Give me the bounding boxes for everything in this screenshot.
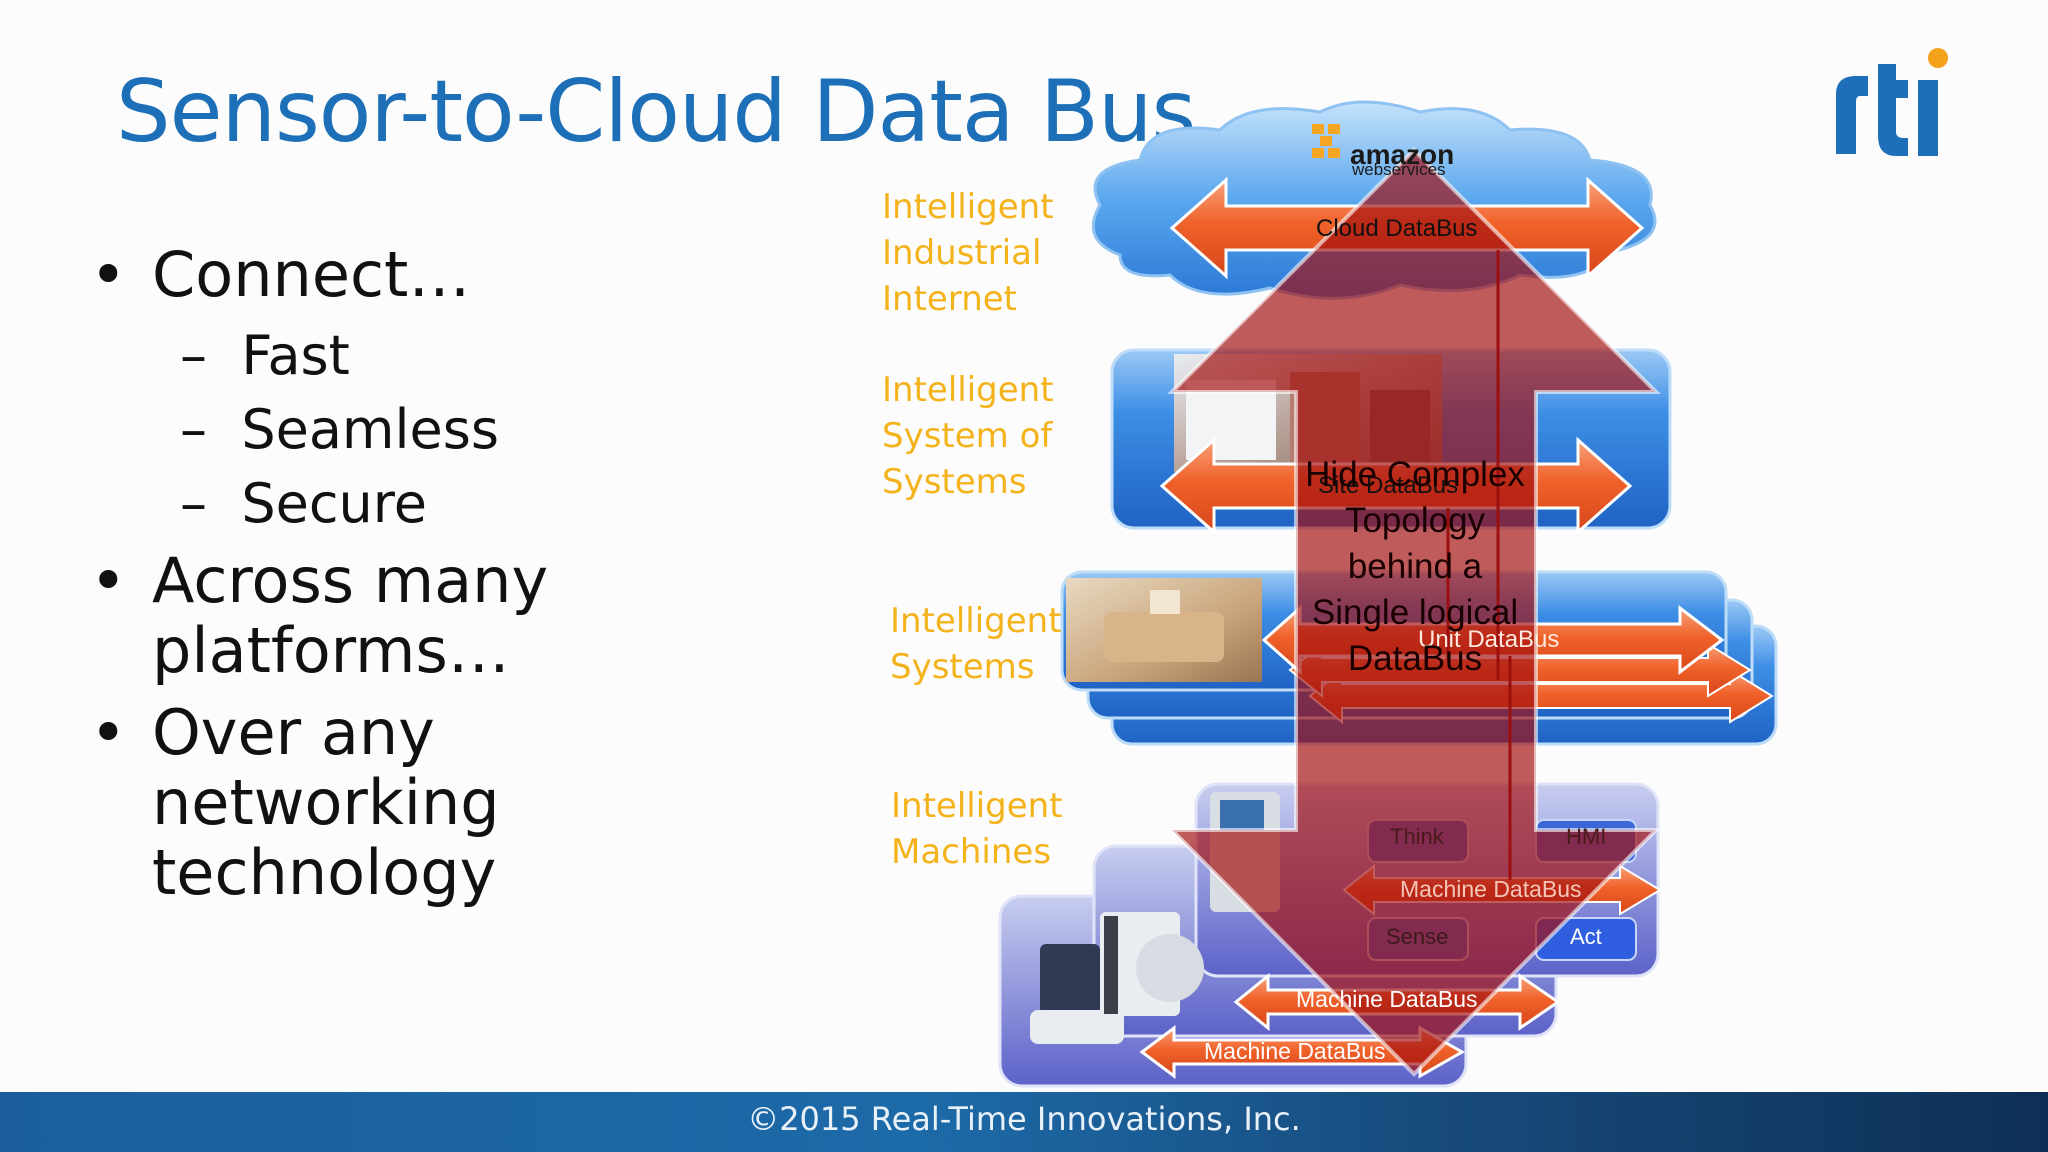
think-label: Think xyxy=(1390,824,1444,849)
footer-bar: ©2015 Real-Time Innovations, Inc. xyxy=(0,1092,2048,1152)
sense-label: Sense xyxy=(1386,924,1449,949)
overlay-message: Hide Complex Topology behind a Single lo… xyxy=(1305,455,1525,678)
ultrasound-device xyxy=(1030,944,1124,1044)
rti-logo xyxy=(1836,48,1948,156)
cloud-databus-label: Cloud DataBus xyxy=(1316,215,1478,242)
mri-device xyxy=(1100,912,1204,1016)
amazon-logo xyxy=(1312,124,1340,158)
sub-bullet-seamless: – Seamless xyxy=(180,398,500,461)
copyright-text: ©2015 Real-Time Innovations, Inc. xyxy=(747,1100,1301,1138)
machine-databus-mid-label: Machine DataBus xyxy=(1296,986,1478,1012)
tier-label-machine: Intelligent Machines xyxy=(891,786,1063,872)
machine-databus-top-label: Machine DataBus xyxy=(1400,876,1582,902)
amazon-logo-text: amazon xyxy=(1350,139,1455,170)
tier-label-unit: Intelligent Systems xyxy=(890,601,1062,687)
act-label: Act xyxy=(1570,924,1602,949)
sub-bullet-secure: – Secure xyxy=(180,472,427,535)
machine-databus-bottom-label: Machine DataBus xyxy=(1204,1038,1386,1064)
logical-databus-overlay-arrow xyxy=(1167,147,1661,1077)
tier-label-site: Intelligent System of Systems xyxy=(882,370,1054,502)
hmi-label: HMI xyxy=(1566,824,1607,849)
slide-title: Sensor-to-Cloud Data Bus xyxy=(116,62,1196,162)
site-databus-label: Site DataBus xyxy=(1318,472,1459,499)
tier-label-cloud: Intelligent Industrial Internet xyxy=(882,187,1054,319)
unit-databus-label: Unit DataBus xyxy=(1418,626,1560,653)
amazon-logo-subtext: webservices xyxy=(1352,160,1446,179)
sub-bullet-fast: – Fast xyxy=(180,324,350,387)
